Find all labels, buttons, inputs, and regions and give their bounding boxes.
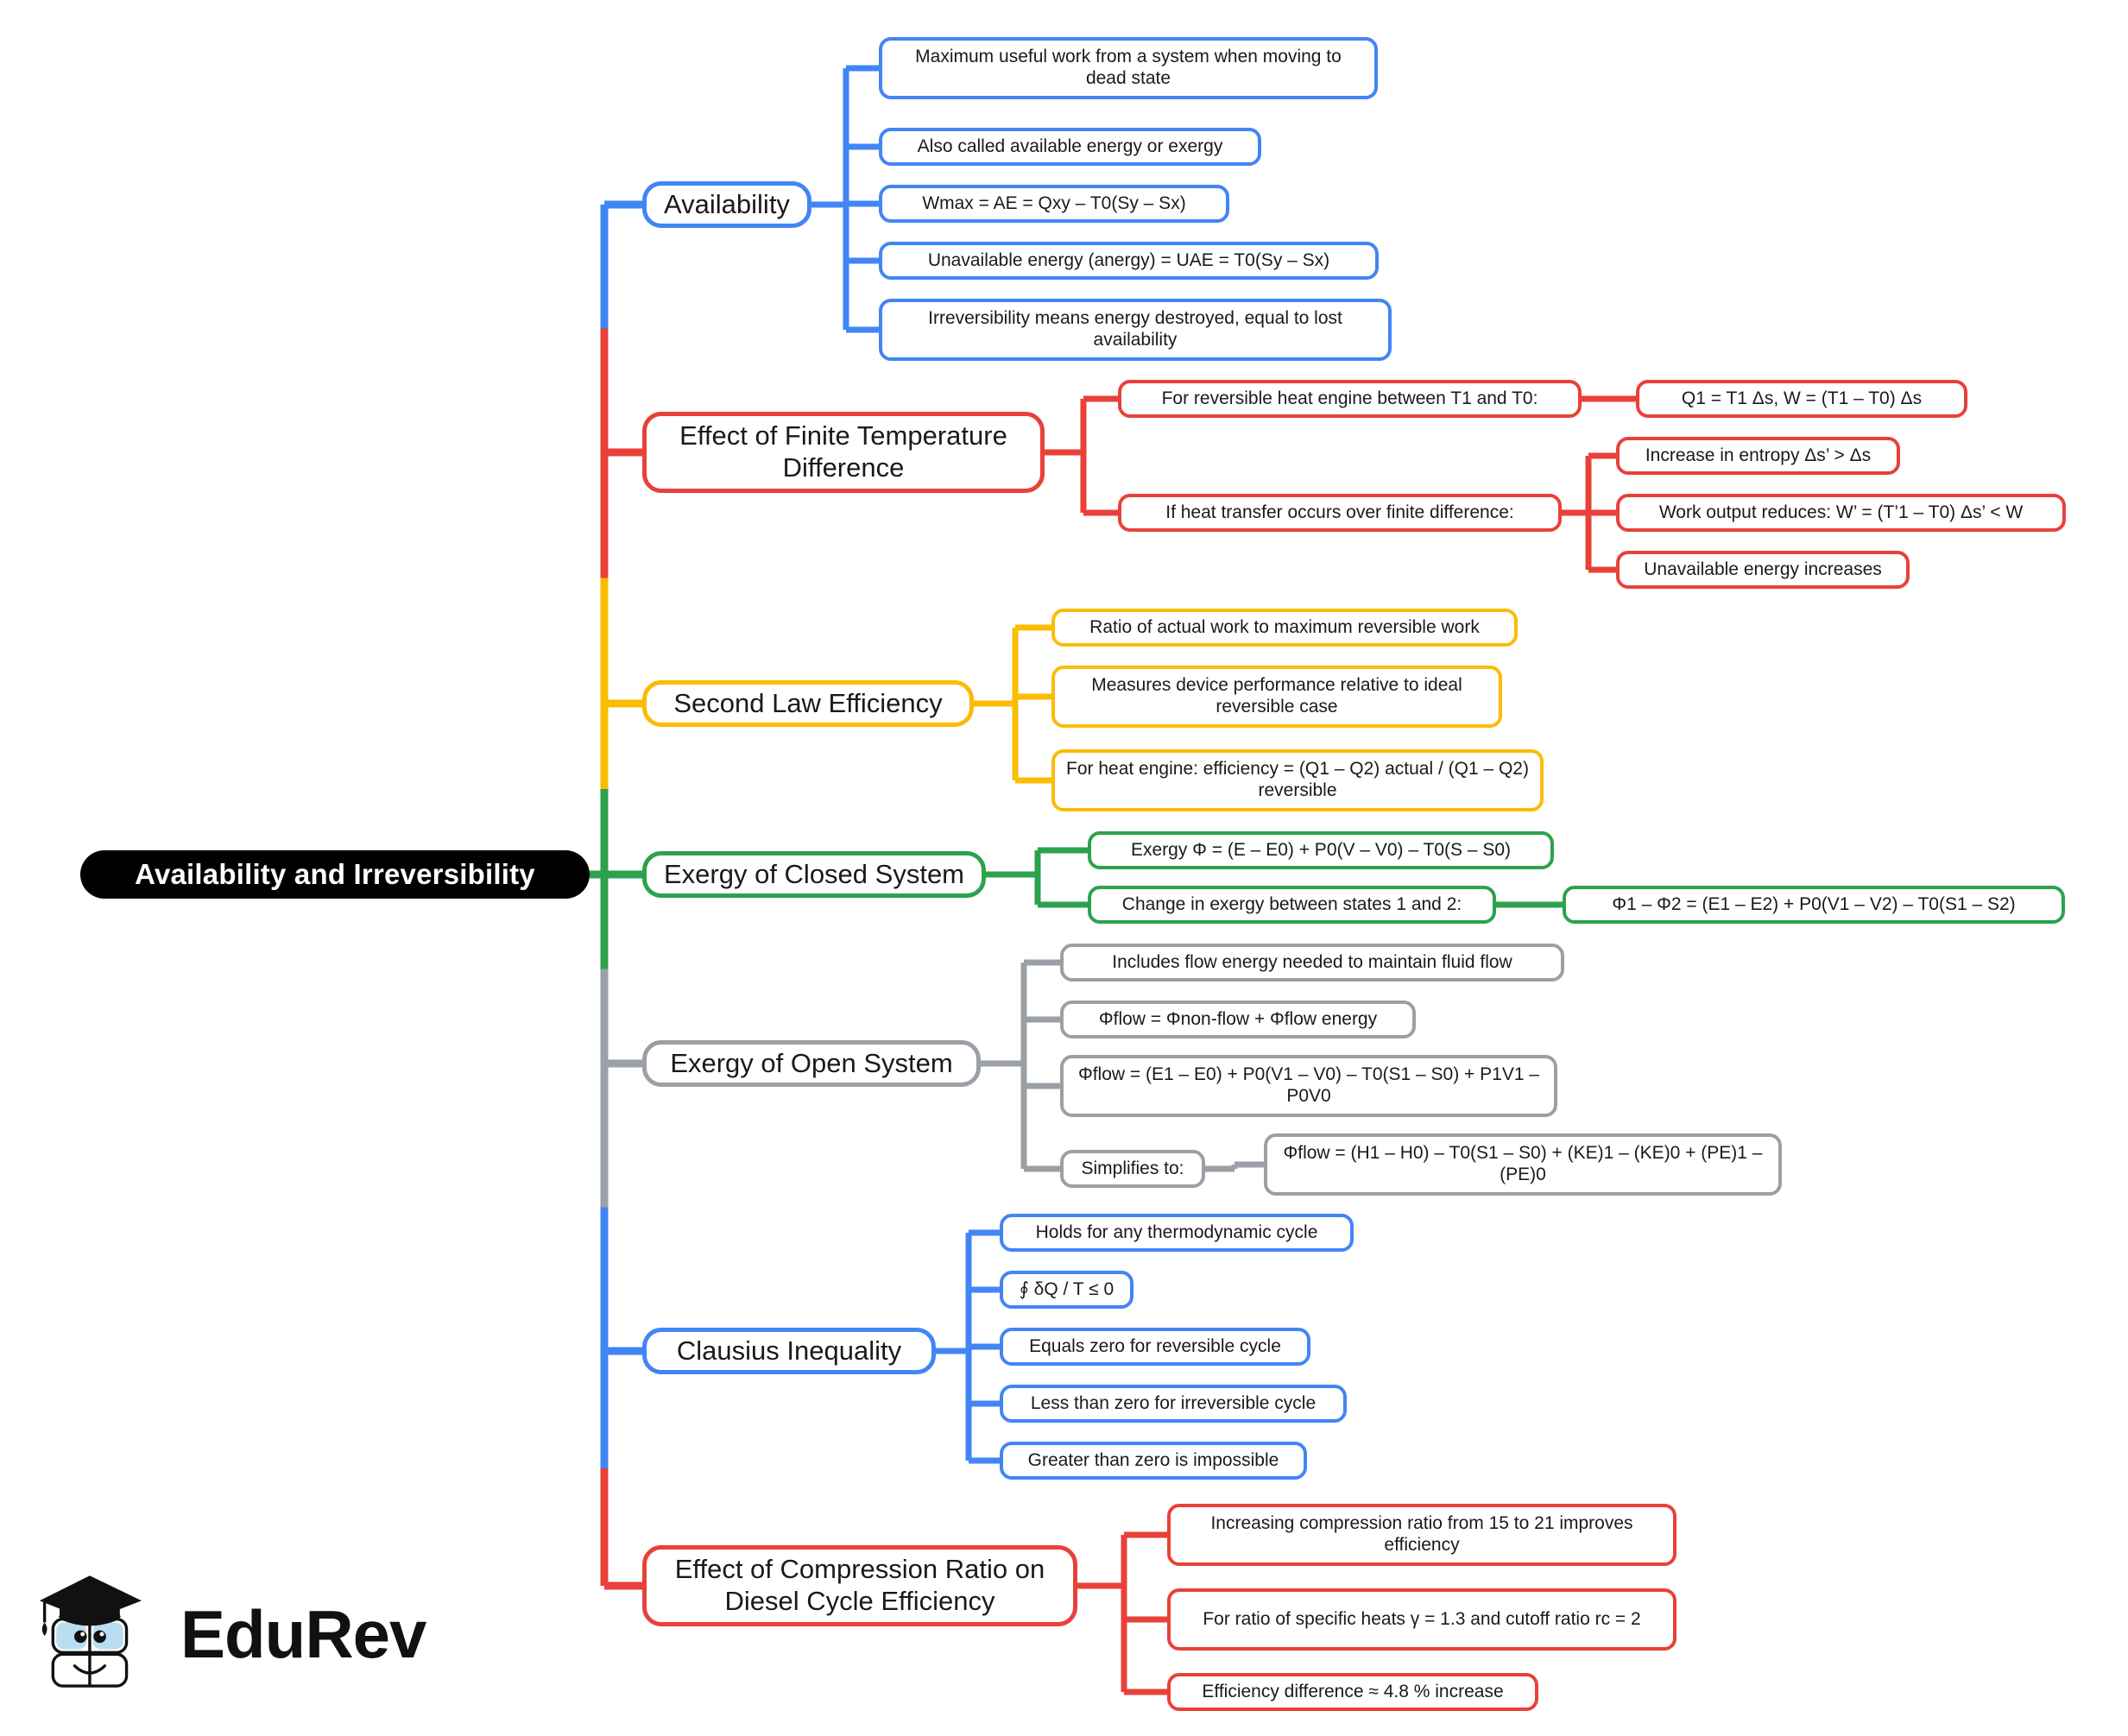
leaf-second-law-3[interactable]: For heat engine: efficiency = (Q1 – Q2) …	[1051, 749, 1544, 811]
topic-clausius-inequality[interactable]: Clausius Inequality	[642, 1328, 936, 1374]
leaf-label: Unavailable energy increases	[1644, 559, 1882, 579]
leaf-label: Includes flow energy needed to maintain …	[1112, 951, 1512, 972]
leaf-open-system-1[interactable]: Includes flow energy needed to maintain …	[1060, 944, 1564, 982]
leaf-q1-w-equation[interactable]: Q1 = T1 Δs, W = (T1 – T0) Δs	[1636, 380, 1967, 418]
root-node[interactable]: Availability and Irreversibility	[80, 850, 590, 899]
leaf-simplifies-to[interactable]: Simplifies to:	[1060, 1150, 1205, 1188]
topic-label: Effect of Compression Ratio on Diesel Cy…	[674, 1554, 1045, 1616]
topic-label: Exergy of Open System	[670, 1047, 953, 1078]
leaf-label: Unavailable energy (anergy) = UAE = T0(S…	[927, 249, 1330, 270]
leaf-label: Q1 = T1 Δs, W = (T1 – T0) Δs	[1681, 388, 1923, 408]
leaf-label: For ratio of specific heats γ = 1.3 and …	[1203, 1608, 1641, 1629]
topic-label: Availability	[664, 188, 790, 219]
topic-exergy-open-system[interactable]: Exergy of Open System	[642, 1040, 981, 1087]
leaf-label: Measures device performance relative to …	[1091, 675, 1462, 716]
root-label: Availability and Irreversibility	[135, 857, 535, 890]
leaf-open-system-3[interactable]: Φflow = (E1 – E0) + P0(V1 – V0) – T0(S1 …	[1060, 1055, 1557, 1117]
edurev-wordmark: EduRev	[180, 1595, 426, 1672]
leaf-clausius-4[interactable]: Less than zero for irreversible cycle	[1000, 1385, 1347, 1423]
leaf-diesel-1[interactable]: Increasing compression ratio from 15 to …	[1167, 1504, 1677, 1566]
leaf-clausius-1[interactable]: Holds for any thermodynamic cycle	[1000, 1214, 1354, 1252]
leaf-label: If heat transfer occurs over finite diff…	[1165, 502, 1514, 522]
leaf-label: Φflow = (H1 – H0) – T0(S1 – S0) + (KE)1 …	[1283, 1143, 1763, 1184]
leaf-reversible-heat-engine[interactable]: For reversible heat engine between T1 an…	[1118, 380, 1582, 418]
leaf-entropy-increase[interactable]: Increase in entropy Δs’ > Δs	[1616, 437, 1900, 475]
leaf-label: Equals zero for reversible cycle	[1029, 1335, 1281, 1356]
topic-label: Effect of Finite Temperature Difference	[679, 420, 1007, 483]
leaf-second-law-1[interactable]: Ratio of actual work to maximum reversib…	[1051, 609, 1518, 647]
leaf-unavailable-energy-increases[interactable]: Unavailable energy increases	[1616, 551, 1910, 589]
leaf-label: Greater than zero is impossible	[1027, 1449, 1279, 1470]
leaf-change-in-exergy[interactable]: Change in exergy between states 1 and 2:	[1088, 886, 1496, 924]
leaf-label: Irreversibility means energy destroyed, …	[928, 308, 1342, 350]
topic-second-law-efficiency[interactable]: Second Law Efficiency	[642, 680, 974, 727]
topic-compression-ratio-diesel[interactable]: Effect of Compression Ratio on Diesel Cy…	[642, 1545, 1077, 1626]
leaf-label: Φ1 – Φ2 = (E1 – E2) + P0(V1 – V2) – T0(S…	[1612, 893, 2016, 914]
topic-availability[interactable]: Availability	[642, 181, 811, 228]
leaf-diesel-3[interactable]: Efficiency difference ≈ 4.8 % increase	[1167, 1673, 1538, 1711]
topic-finite-temp-difference[interactable]: Effect of Finite Temperature Difference	[642, 412, 1045, 493]
leaf-change-in-exergy-formula[interactable]: Φ1 – Φ2 = (E1 – E2) + P0(V1 – V2) – T0(S…	[1563, 886, 2065, 924]
topic-exergy-closed-system[interactable]: Exergy of Closed System	[642, 851, 986, 898]
leaf-label: Ratio of actual work to maximum reversib…	[1089, 616, 1480, 637]
leaf-label: Wmax = AE = Qxy – T0(Sy – Sx)	[922, 193, 1186, 213]
leaf-label: For heat engine: efficiency = (Q1 – Q2) …	[1066, 759, 1529, 800]
leaf-availability-2[interactable]: Also called available energy or exergy	[879, 128, 1261, 166]
leaf-label: Exergy Φ = (E – E0) + P0(V – V0) – T0(S …	[1130, 839, 1512, 860]
leaf-label: Φflow = (E1 – E0) + P0(V1 – V0) – T0(S1 …	[1077, 1064, 1540, 1106]
leaf-clausius-5[interactable]: Greater than zero is impossible	[1000, 1442, 1307, 1480]
leaf-label: Increasing compression ratio from 15 to …	[1210, 1513, 1633, 1555]
leaf-second-law-2[interactable]: Measures device performance relative to …	[1051, 666, 1502, 728]
leaf-availability-5[interactable]: Irreversibility means energy destroyed, …	[879, 299, 1392, 361]
topic-label: Exergy of Closed System	[663, 858, 965, 889]
leaf-work-output-reduces[interactable]: Work output reduces: W’ = (T’1 – T0) Δs’…	[1616, 494, 2066, 532]
topic-label: Second Law Efficiency	[673, 687, 943, 718]
leaf-simplified-formula[interactable]: Φflow = (H1 – H0) – T0(S1 – S0) + (KE)1 …	[1264, 1133, 1782, 1196]
leaf-label: Simplifies to:	[1081, 1158, 1184, 1178]
leaf-label: For reversible heat engine between T1 an…	[1161, 388, 1538, 408]
leaf-availability-1[interactable]: Maximum useful work from a system when m…	[879, 37, 1378, 99]
leaf-clausius-2[interactable]: ∮ δQ / T ≤ 0	[1000, 1271, 1133, 1309]
leaf-label: Less than zero for irreversible cycle	[1030, 1392, 1317, 1413]
leaf-label: Maximum useful work from a system when m…	[915, 47, 1342, 88]
edurev-logo[interactable]: EduRev	[35, 1554, 440, 1714]
graduation-cap-mascot-icon	[39, 1575, 142, 1688]
leaf-clausius-3[interactable]: Equals zero for reversible cycle	[1000, 1328, 1310, 1366]
leaf-availability-3[interactable]: Wmax = AE = Qxy – T0(Sy – Sx)	[879, 185, 1229, 223]
leaf-availability-4[interactable]: Unavailable energy (anergy) = UAE = T0(S…	[879, 242, 1379, 280]
leaf-label: ∮ δQ / T ≤ 0	[1019, 1278, 1115, 1299]
leaf-label: Change in exergy between states 1 and 2:	[1121, 893, 1462, 914]
leaf-label: Increase in entropy Δs’ > Δs	[1645, 445, 1872, 465]
leaf-diesel-2[interactable]: For ratio of specific heats γ = 1.3 and …	[1167, 1588, 1677, 1651]
leaf-exergy-closed-formula[interactable]: Exergy Φ = (E – E0) + P0(V – V0) – T0(S …	[1088, 831, 1554, 869]
leaf-finite-difference-heat-transfer[interactable]: If heat transfer occurs over finite diff…	[1118, 494, 1562, 532]
topic-label: Clausius Inequality	[676, 1335, 902, 1366]
leaf-label: Holds for any thermodynamic cycle	[1035, 1222, 1318, 1242]
leaf-label: Work output reduces: W’ = (T’1 – T0) Δs’…	[1658, 502, 2024, 522]
leaf-open-system-2[interactable]: Φflow = Φnon-flow + Φflow energy	[1060, 1001, 1416, 1038]
leaf-label: Also called available energy or exergy	[917, 136, 1223, 156]
leaf-label: Efficiency difference ≈ 4.8 % increase	[1202, 1681, 1504, 1701]
leaf-label: Φflow = Φnon-flow + Φflow energy	[1098, 1008, 1378, 1029]
